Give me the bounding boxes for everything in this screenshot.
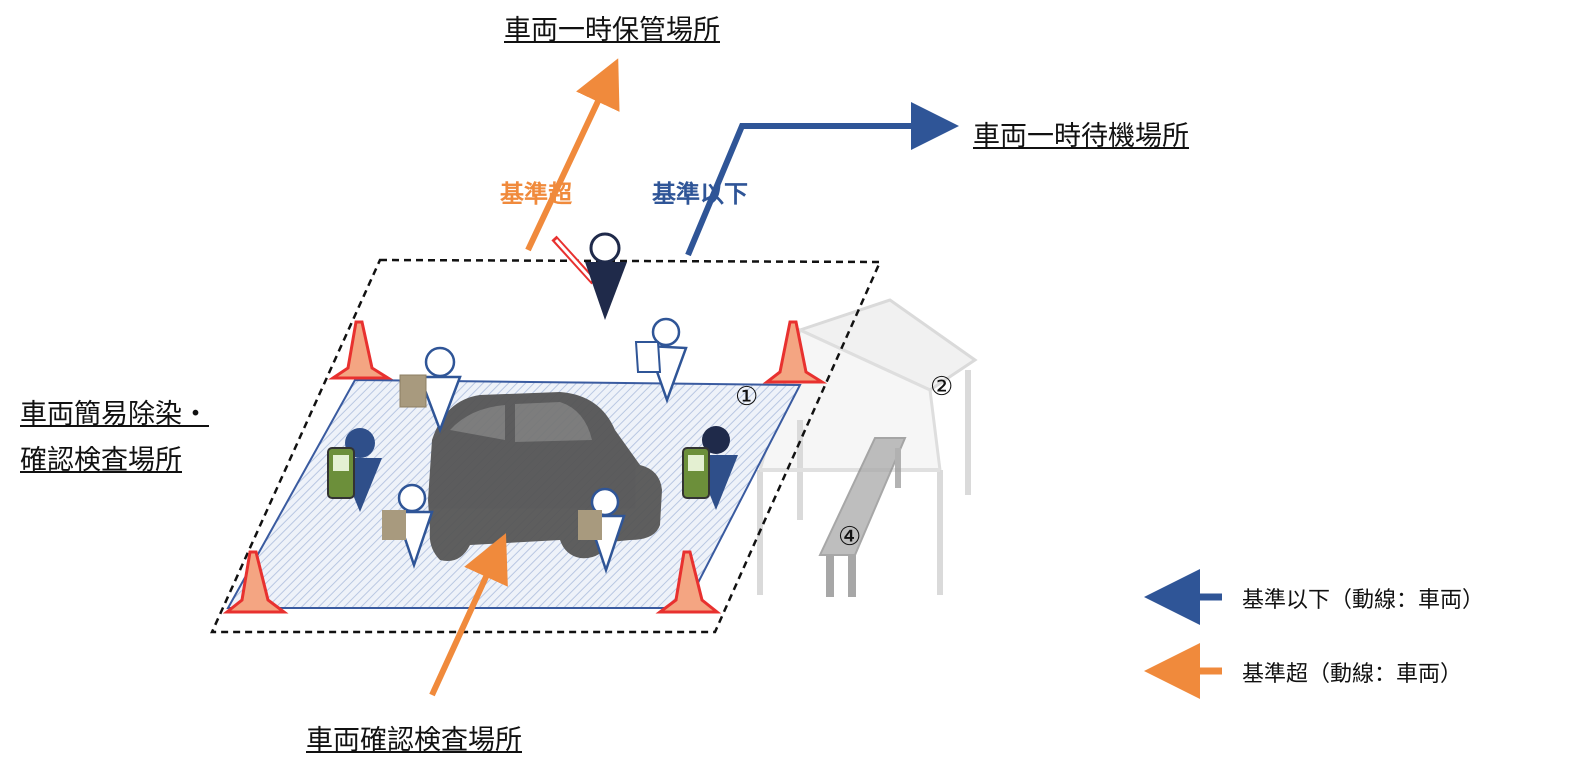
route-under-arrow [685,102,959,257]
legend-under-label: 基準以下（動線：車両） [1242,588,1485,613]
route-entry-arrow [429,533,508,697]
area-number-4: ④ [838,522,862,552]
area-number-1: ① [735,382,759,412]
radiation-meter-icon [682,447,710,499]
label-decontamination-line1: 車両簡易除染・ [20,399,209,430]
label-decontamination-line2: 確認検査場所 [20,445,182,476]
flag-baton-icon [551,235,597,285]
worker-icon [634,317,688,404]
radiation-meter-icon [327,447,355,499]
label-temp-waiting: 車両一時待機場所 [973,121,1189,152]
label-temp-storage: 車両一時保管場所 [504,15,720,46]
route-over-arrow-up [525,58,620,252]
traffic-cone-icon [762,320,828,384]
clipboard-icon [399,374,427,408]
clipboard-icon [382,510,406,540]
traffic-cone-icon [328,320,394,380]
label-inspection: 車両確認検査場所 [306,725,522,756]
bench-icon [818,437,907,597]
worker-icon [418,346,462,434]
decontamination-boundary [210,258,882,634]
clipboard-icon [578,510,602,540]
legend-over-label: 基準超（動線：車両） [1242,662,1463,687]
area-number-2: ② [930,372,954,402]
traffic-cone-icon [222,550,289,614]
route-label-over: 基準超 [500,180,572,208]
worker-icon [585,232,627,320]
route-label-under: 基準以下 [652,180,748,208]
traffic-cone-icon [655,550,722,614]
